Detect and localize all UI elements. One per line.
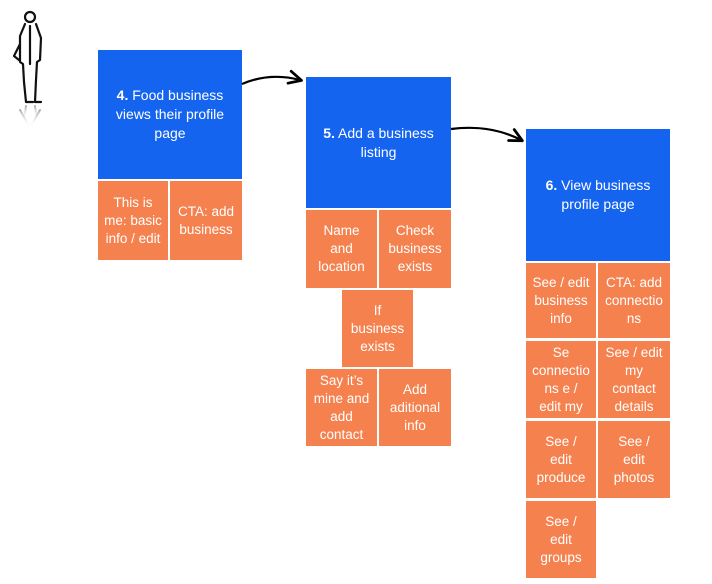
step-5-card-name-location: Name and location: [306, 210, 377, 288]
step-5-card-say-its-mine: Say it’s mine and add contact: [306, 369, 377, 446]
step-6-card-business-info: See / edit business info: [526, 263, 596, 338]
card-label: Se connectio ns e / edit my: [532, 344, 590, 414]
step-4-box: 4. Food business views their profile pag…: [98, 50, 242, 179]
step-5-box: 5. Add a business listing: [306, 77, 451, 208]
step-4-title: Food business views their profile page: [115, 87, 225, 141]
step-6-card-connections: Se connectio ns e / edit my: [526, 341, 596, 418]
card-label: If business exists: [350, 302, 405, 354]
step-4-card-basic-info: This is me: basic info / edit: [98, 181, 168, 260]
card-label: Say it’s mine and add contact: [313, 372, 370, 442]
card-label: CTA: add connectio ns: [605, 274, 663, 326]
step-6-card-photos: See / edit photos: [598, 421, 670, 498]
step-6-title: View business profile page: [561, 177, 651, 212]
card-label: See / edit groups: [540, 513, 582, 565]
step-5-card-additional-info: Add aditional info: [379, 369, 451, 446]
step-6-card-contact-details: See / edit my contact details: [598, 341, 670, 418]
step-5-title: Add a business listing: [338, 124, 434, 160]
step-6-box: 6. View business profile page: [526, 129, 670, 261]
card-label: Check business exists: [388, 223, 442, 274]
card-label: CTA: add business: [177, 203, 235, 237]
arrow-step4-to-step5: [241, 69, 303, 86]
step-6-card-add-connections: CTA: add connectio ns: [598, 263, 670, 338]
card-label: Add aditional info: [389, 381, 441, 433]
arrow-step5-to-step6: [450, 126, 524, 143]
step-6-number: 6.: [545, 177, 558, 193]
step-5-card-if-exists: If business exists: [342, 290, 413, 367]
card-label: This is me: basic info / edit: [104, 194, 162, 246]
step-6-card-produce: See / edit produce: [526, 421, 596, 498]
step-5-number: 5.: [323, 124, 335, 141]
card-label: See / edit business info: [532, 274, 590, 326]
step-5-card-check-exists: Check business exists: [379, 210, 451, 288]
step-4-number: 4.: [116, 87, 129, 103]
step-4-card-add-business: CTA: add business: [170, 181, 242, 260]
card-label: Name and location: [318, 223, 365, 274]
card-label: See / edit photos: [613, 433, 655, 485]
card-label: See / edit my contact details: [605, 344, 663, 414]
stick-figure-person-icon: [12, 10, 43, 131]
step-6-card-groups: See / edit groups: [526, 501, 596, 578]
card-label: See / edit produce: [536, 433, 586, 485]
